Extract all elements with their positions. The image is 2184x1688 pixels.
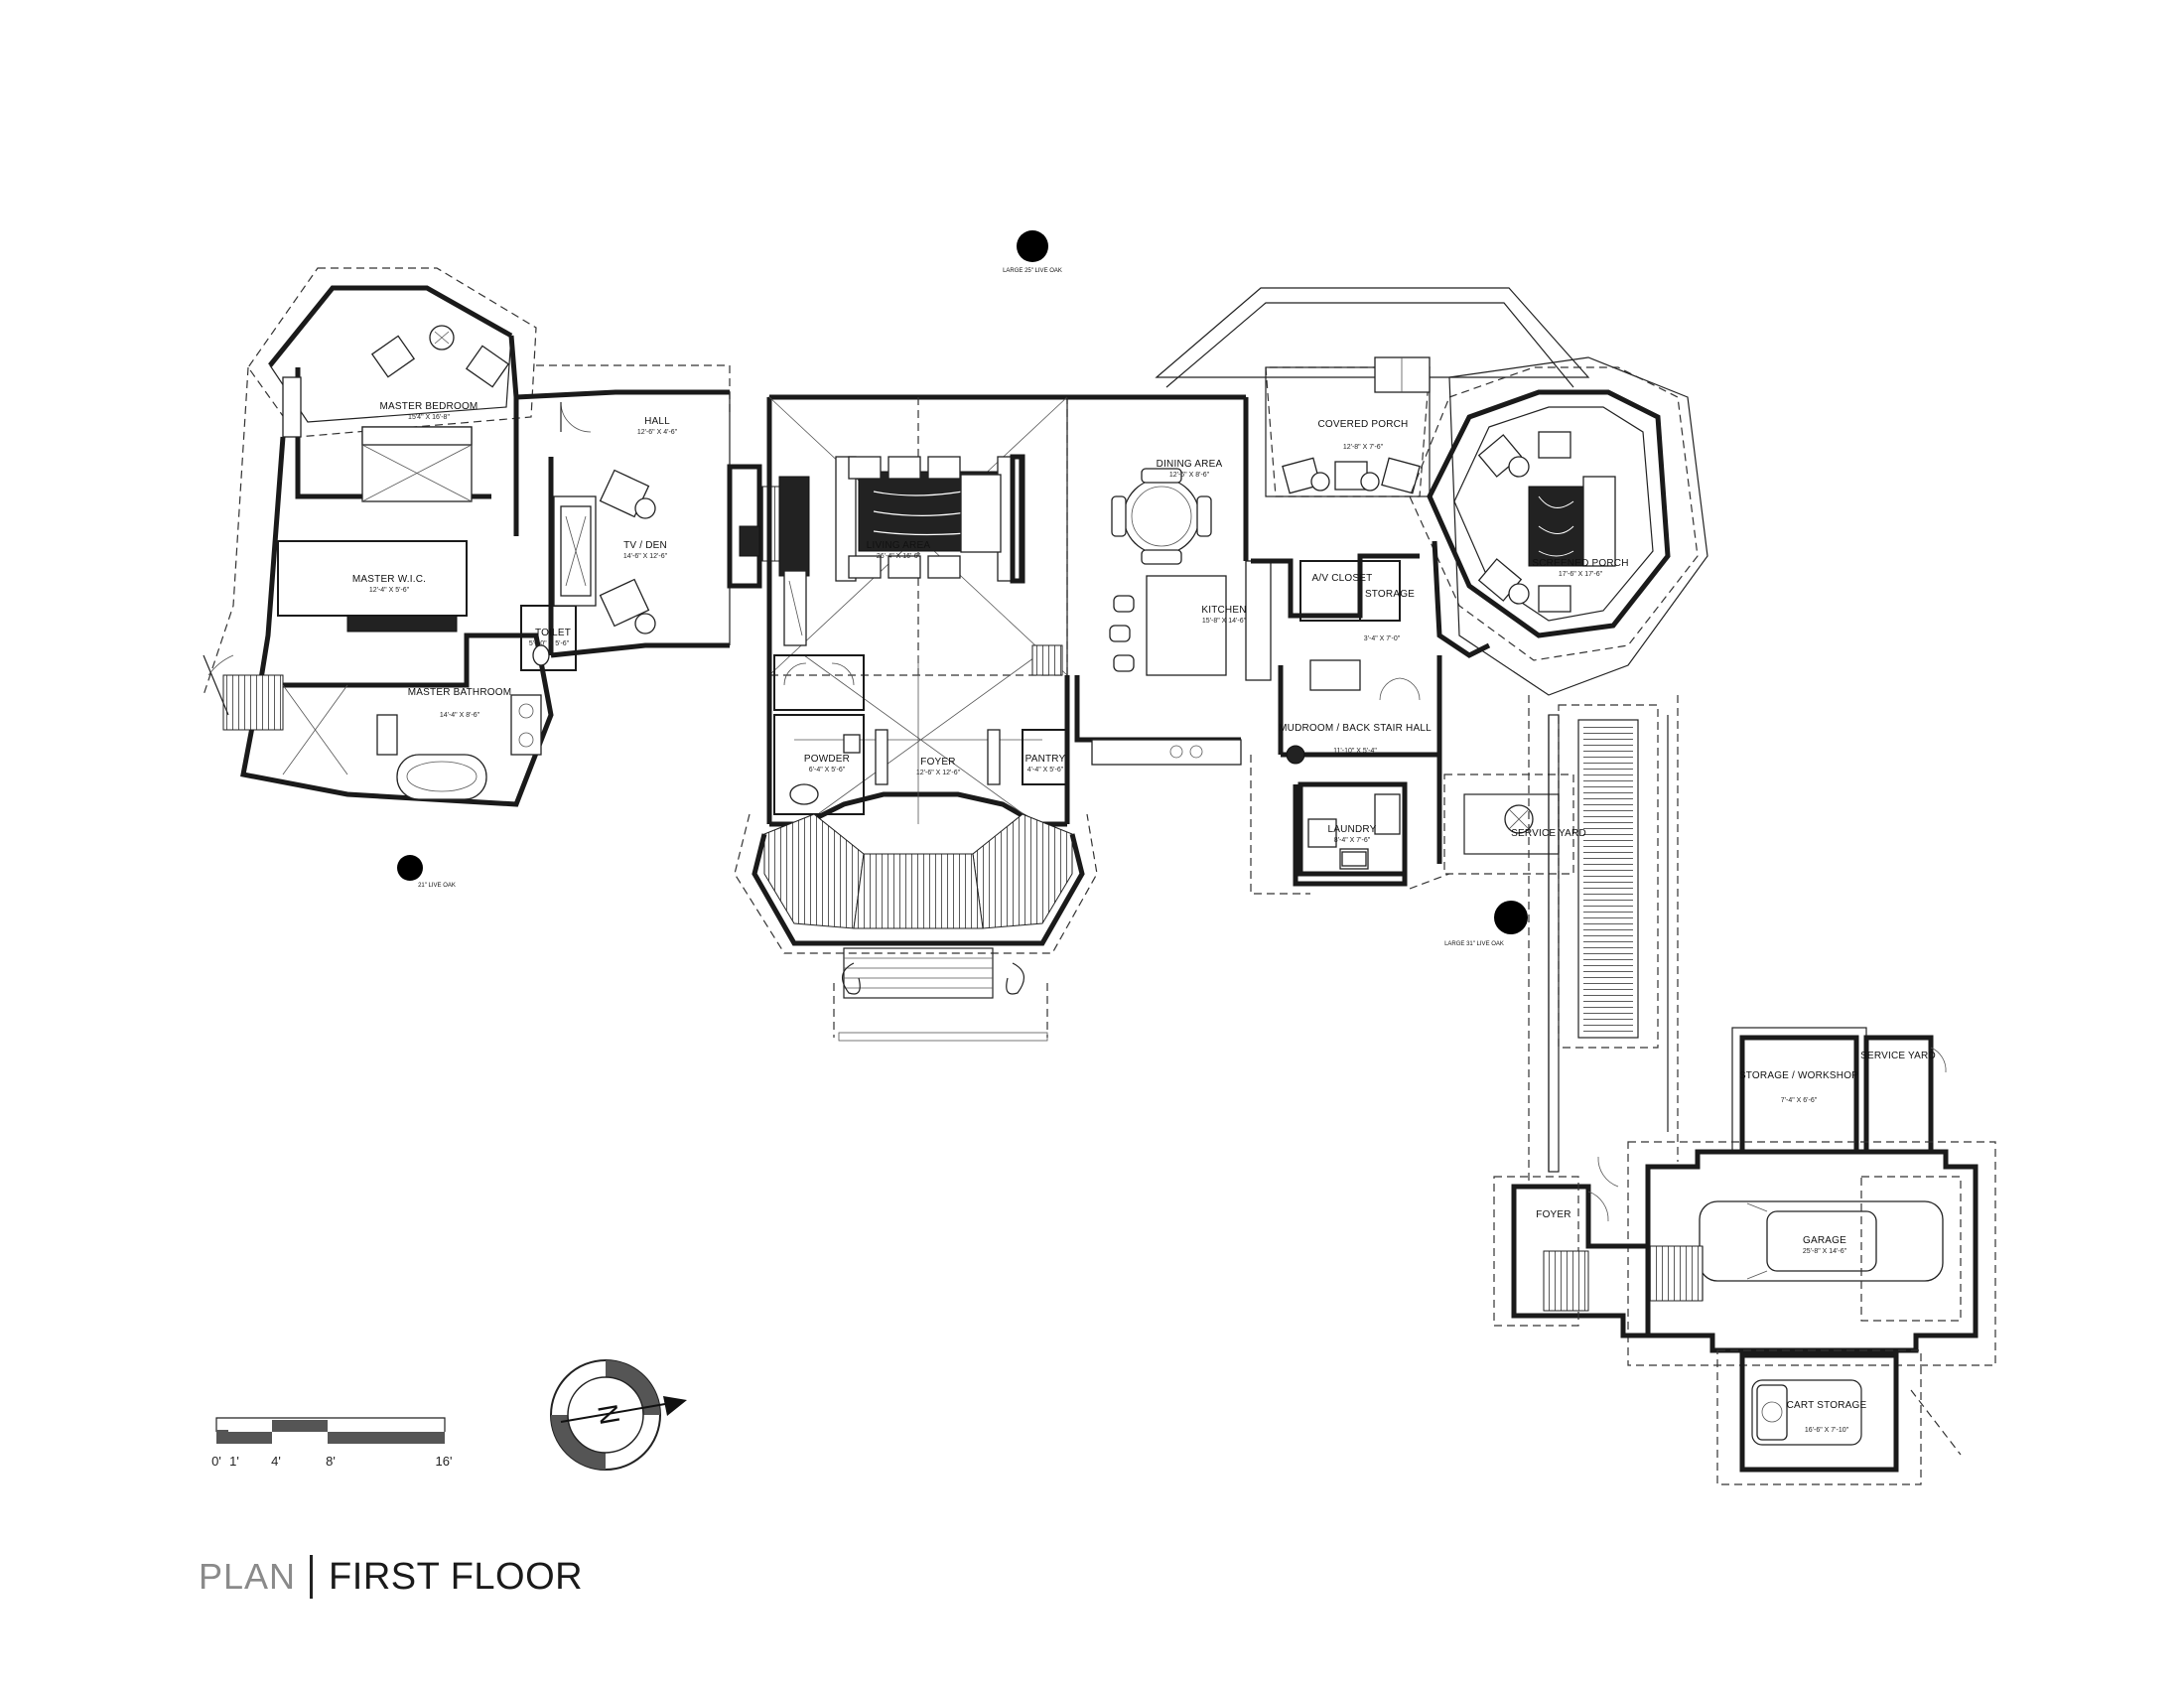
laundry-dim: 8'-4" X 7'-6" <box>1334 837 1371 844</box>
foyer-main-dim: 12'-6" X 12'-6" <box>916 770 961 776</box>
storage-dim: 3'-4" X 7'-0" <box>1364 635 1401 642</box>
screened-porch-name: SCREENED PORCH <box>1532 558 1628 569</box>
scale-seg-2 <box>228 1432 272 1444</box>
av-closet-name: A/V CLOSET <box>1312 573 1373 584</box>
pantry-name: PANTRY <box>1025 754 1066 765</box>
scale-seg-4 <box>328 1432 445 1444</box>
screened-porch-dim: 17'-6" X 17'-6" <box>1559 571 1603 578</box>
covered-porch-name: COVERED PORCH <box>1318 419 1409 430</box>
tree-left-label: 21" LIVE OAK <box>418 883 456 889</box>
tv-den-name: TV / DEN <box>623 540 667 551</box>
master-bedroom-dim: 15'4" X 16'-8" <box>408 414 450 421</box>
scale-label-4: 16' <box>436 1454 453 1469</box>
plan-title: PLAN FIRST FLOOR <box>199 1555 583 1599</box>
scale-label-1: 1' <box>229 1454 239 1469</box>
garage-dim: 25'-8" X 14'-6" <box>1803 1248 1847 1255</box>
title-divider <box>310 1555 314 1599</box>
master-bedroom-name: MASTER BEDROOM <box>380 401 478 412</box>
scale-label-3: 8' <box>326 1454 336 1469</box>
scale-seg-3 <box>272 1420 328 1432</box>
powder-dim: 6'-4" X 5'-6" <box>809 767 846 774</box>
garage-name: GARAGE <box>1803 1235 1846 1246</box>
covered-porch-dim: 12'-8" X 7'-6" <box>1343 444 1384 451</box>
foyer-garage-name: FOYER <box>1536 1209 1570 1220</box>
service-wing <box>1250 553 1450 895</box>
porches <box>1265 356 1708 696</box>
entry-foyer <box>734 650 1098 1042</box>
laundry-name: LAUNDRY <box>1327 824 1376 835</box>
living-area-name: LIVING AREA <box>867 540 931 551</box>
foyer-main-name: FOYER <box>920 757 955 768</box>
storage-name: STORAGE <box>1365 589 1415 600</box>
master-wing <box>203 267 577 807</box>
master-wic-dim: 12'-4" X 5'-6" <box>369 587 410 594</box>
room-labels: MASTER BEDROOM 15'4" X 16'-8" HALL 12'-6… <box>352 401 1936 1434</box>
tree-left-icon <box>397 855 423 881</box>
dining-kitchen <box>1031 287 1590 766</box>
tree-top-icon <box>1017 230 1048 262</box>
hall-name: HALL <box>644 416 670 427</box>
hall-den-wing <box>515 364 788 658</box>
living-area <box>766 394 1068 676</box>
master-wic-name: MASTER W.I.C. <box>352 574 426 585</box>
title-first-floor: FIRST FLOOR <box>329 1555 584 1598</box>
scale-label-2: 4' <box>271 1454 281 1469</box>
master-bathroom-dim: 14'-4" X 8'-6" <box>440 712 480 719</box>
scale-label-0: 0' <box>211 1454 221 1469</box>
garage-building <box>1493 1027 1996 1485</box>
dining-area-name: DINING AREA <box>1157 459 1223 470</box>
pantry-dim: 4'-4" X 5'-6" <box>1027 767 1064 774</box>
tree-top-label: LARGE 25" LIVE OAK <box>1003 268 1062 274</box>
service-yard-2-name: SERVICE YARD <box>1860 1051 1936 1061</box>
kitchen-dim: 15'-8" X 14'-6" <box>1202 618 1247 625</box>
north-arrow-icon: N <box>550 1359 687 1471</box>
storage-workshop-name: STORAGE / WORKSHOP <box>1739 1070 1858 1081</box>
cart-storage-dim: 16'-6" X 7'-10" <box>1805 1427 1849 1434</box>
toilet-dim: 5'-10" X 5'-6" <box>529 640 570 647</box>
cart-storage-name: CART STORAGE <box>1787 1400 1867 1411</box>
kitchen-name: KITCHEN <box>1201 605 1246 616</box>
dining-area-dim: 12'-6" X 8'-6" <box>1169 472 1210 479</box>
toilet-name: TOILET <box>535 628 571 638</box>
graphic-scale: 0' 1' 4' 8' 16' <box>211 1417 453 1469</box>
title-plan: PLAN <box>199 1556 297 1597</box>
storage-workshop-dim: 7'-4" X 6'-6" <box>1781 1097 1818 1104</box>
master-bathroom-name: MASTER BATHROOM <box>408 687 511 698</box>
tv-den-dim: 14'-6" X 12'-6" <box>623 553 668 560</box>
tree-right-icon <box>1494 901 1528 934</box>
tree-right-label: LARGE 31" LIVE OAK <box>1444 941 1504 947</box>
powder-name: POWDER <box>804 754 850 765</box>
service-yard-bridge <box>1443 695 1679 1182</box>
living-area-dim: 26'-4" X 16'-6" <box>877 553 921 560</box>
scale-seg-1 <box>216 1430 228 1444</box>
service-yard-1-name: SERVICE YARD <box>1511 828 1586 839</box>
hall-dim: 12'-6" X 4'-6" <box>637 429 678 436</box>
mudroom-name: MUDROOM / BACK STAIR HALL <box>1279 723 1432 734</box>
mudroom-dim: 11'-10" X 5'-4" <box>1333 748 1377 755</box>
